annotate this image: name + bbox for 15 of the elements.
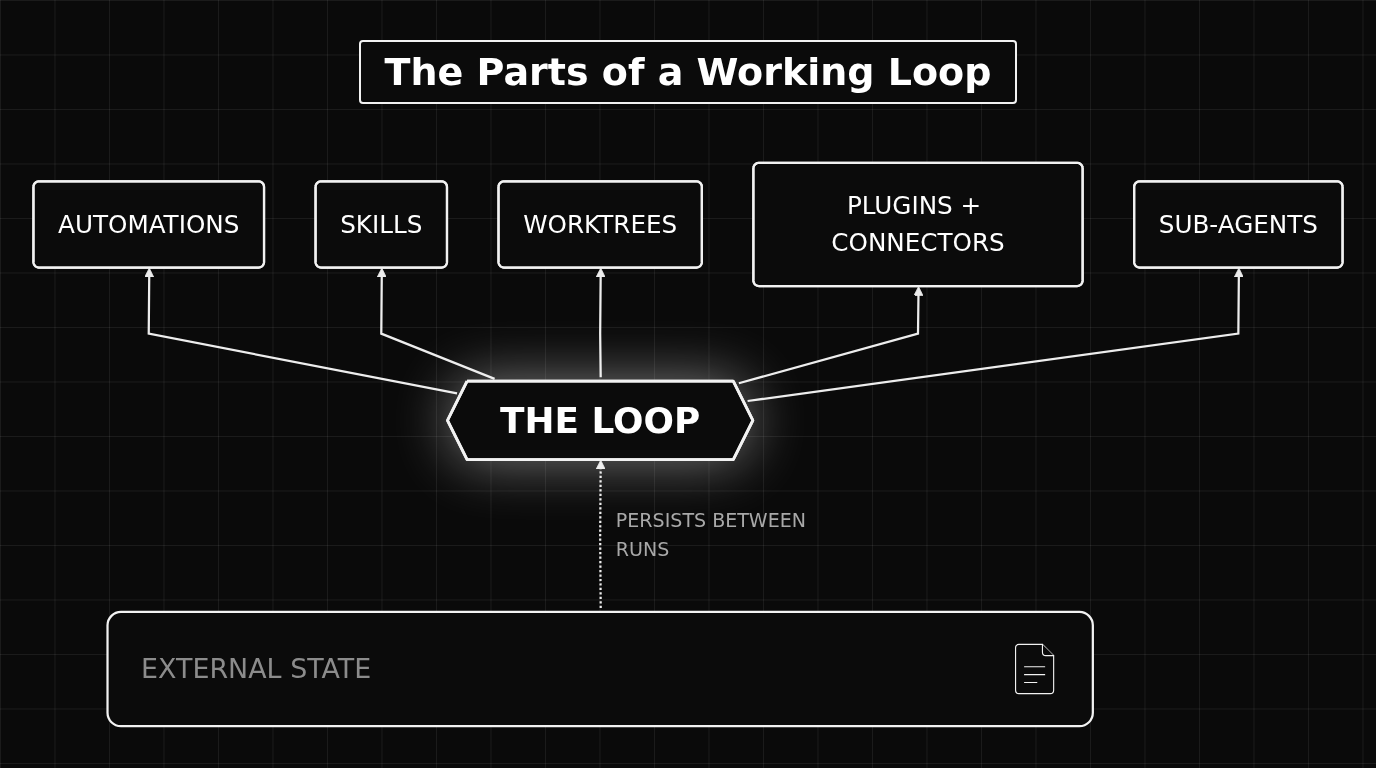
edge-label: PERSISTS BETWEEN RUNS: [615, 509, 806, 561]
arrow: [376, 267, 495, 380]
process-box: SUB-AGENTS: [1133, 180, 1344, 269]
arrow: [144, 267, 458, 395]
hexagon-node: THE LOOP: [446, 379, 755, 461]
process-box: SKILLS: [314, 180, 449, 269]
process-box: PLUGINS + CONNECTORS: [752, 161, 1084, 288]
arrow: [595, 267, 606, 378]
process-box: EXTERNAL STATE: [106, 610, 1094, 728]
process-box: AUTOMATIONS: [32, 180, 266, 269]
title: The Parts of a Working Loop: [358, 40, 1018, 104]
process-box: WORKTREES: [497, 180, 703, 269]
arrow: [595, 459, 606, 608]
arrow: [747, 267, 1244, 403]
arrow: [738, 286, 924, 385]
